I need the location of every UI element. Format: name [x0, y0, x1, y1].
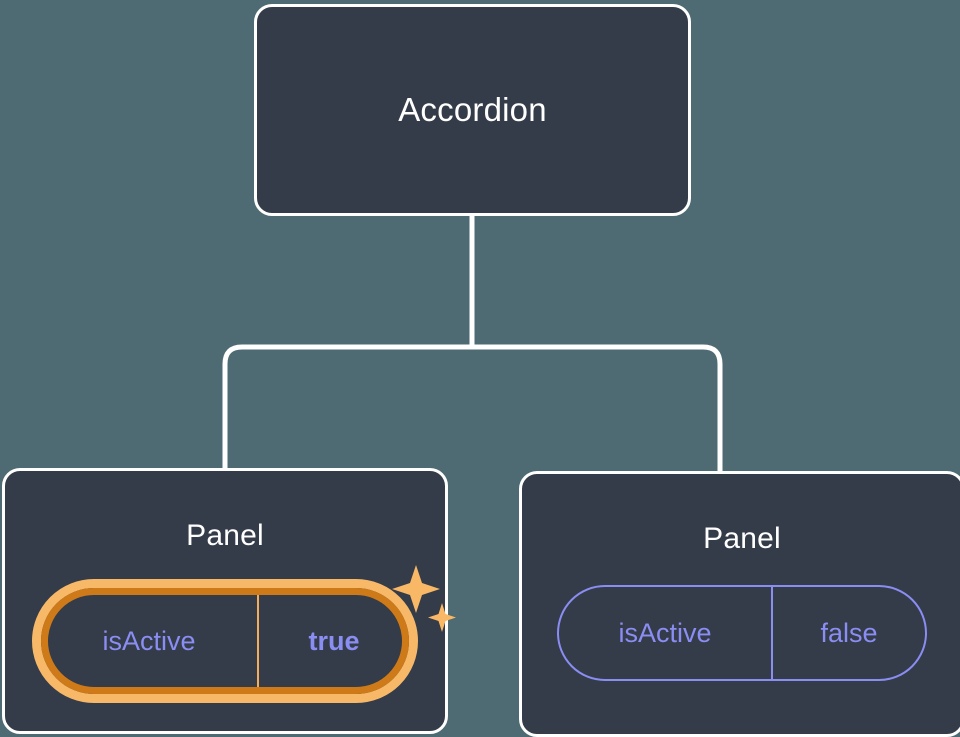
- node-accordion[interactable]: Accordion: [254, 4, 691, 216]
- prop-value: true: [308, 625, 360, 656]
- prop-pill-active-wrapper: isActive true: [32, 565, 456, 703]
- prop-pill-is-active-true[interactable]: isActive true: [32, 579, 418, 703]
- node-panel-inactive-title: Panel: [703, 522, 781, 555]
- prop-key: isActive: [41, 588, 259, 694]
- node-panel-inactive[interactable]: Panel isActive false: [519, 471, 960, 737]
- node-panel-active-title: Panel: [186, 519, 264, 552]
- node-accordion-title: Accordion: [398, 91, 547, 128]
- prop-key: isActive: [559, 587, 773, 679]
- prop-pill-is-active-false[interactable]: isActive false: [557, 585, 927, 681]
- sparkle-small-icon: [428, 603, 456, 632]
- node-panel-active[interactable]: Panel isActive true: [2, 468, 456, 734]
- prop-value: false: [820, 617, 878, 648]
- connector-branch-bracket: [222, 344, 723, 472]
